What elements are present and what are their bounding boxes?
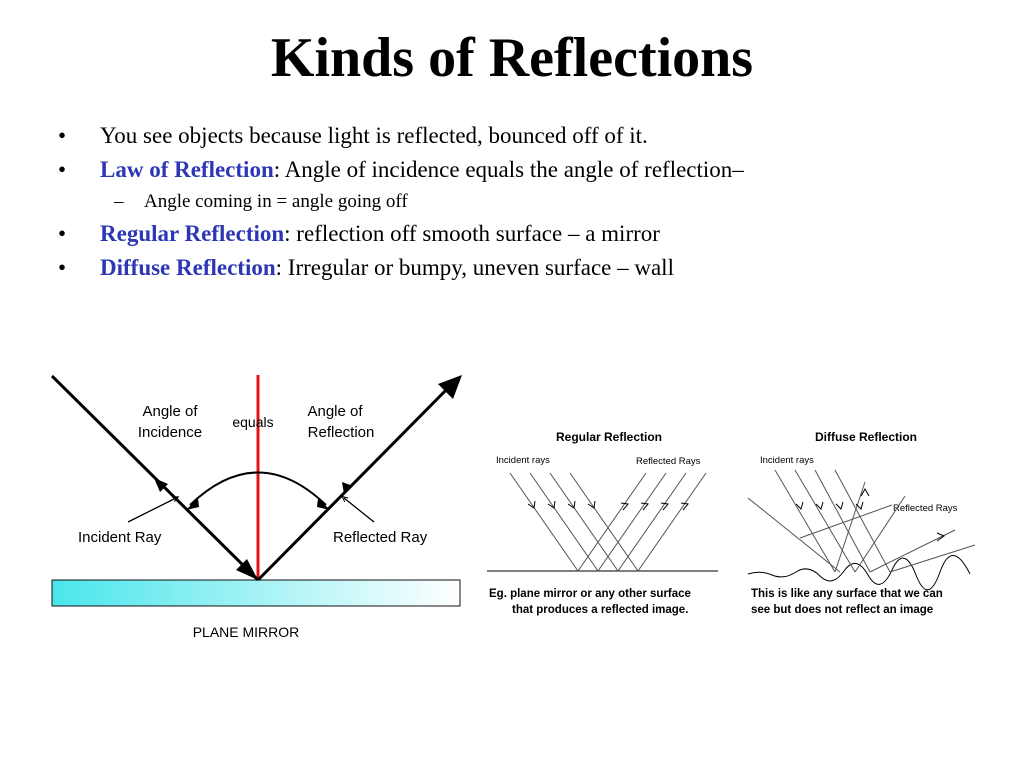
- angle-arc: [189, 471, 327, 506]
- angle-reflection-line1: Angle of: [307, 403, 363, 420]
- regular-title: Regular Reflection: [556, 430, 662, 444]
- diffuse-incident-label: Incident rays: [760, 455, 814, 466]
- angle-reflection-line2: Reflection: [308, 424, 375, 441]
- diffuse-reflected-label: Reflected Rays: [893, 503, 958, 514]
- regular-incident-label: Incident rays: [496, 455, 550, 466]
- sub-bullet-item: –Angle coming in = angle going off: [58, 188, 998, 218]
- incident-ray-label: Incident Ray: [78, 529, 162, 546]
- reflected-ray-pointer: [344, 498, 375, 523]
- bullet-marker: •: [58, 123, 67, 148]
- bullet-text: You see objects because light is reflect…: [100, 123, 648, 148]
- incident-ray-pointer: [127, 498, 176, 523]
- bullet-item: • Regular Reflection: reflection off smoo…: [58, 218, 998, 252]
- diffuse-reflected-rays: [799, 481, 976, 573]
- plane-mirror-label: PLANE MIRROR: [193, 624, 300, 640]
- reflected-ray-label: Reflected Ray: [333, 529, 428, 546]
- regular-caption-line2: that produces a reflected image.: [512, 604, 688, 616]
- diffuse-ray-arrows: [795, 487, 946, 542]
- bullet-marker: •: [58, 221, 67, 246]
- bullet-text: : Angle of incidence equals the angle of…: [273, 157, 744, 182]
- regular-ray-arrows: [527, 500, 689, 511]
- reflected-mid-arrow: [342, 482, 353, 494]
- arc-arrow-right: [317, 498, 330, 510]
- bullet-term: Diffuse Reflection: [100, 255, 276, 280]
- plane-mirror-diagram: Angle of Incidence equals Angle of Refle…: [50, 374, 462, 640]
- plane-mirror: [51, 579, 461, 607]
- incident-mid-arrow: [154, 478, 168, 492]
- reflected-ray: [256, 378, 458, 582]
- slide-title: Kinds of Reflections: [270, 27, 754, 89]
- rough-surface: [747, 555, 971, 591]
- bullet-text: : Irregular or bumpy, uneven surface – w…: [275, 255, 674, 280]
- reflected-arrowhead: [438, 375, 462, 399]
- bullet-list: • You see objects because light is reflec…: [58, 120, 998, 286]
- diffuse-caption-line2: see but does not reflect an image: [751, 604, 933, 616]
- diffuse-caption-line1: This is like any surface that we can: [751, 588, 943, 600]
- angle-incidence-line1: Angle of: [142, 403, 198, 420]
- regular-reflected-label: Reflected Rays: [636, 456, 701, 467]
- incident-arrowhead: [236, 559, 258, 580]
- incident-ray: [50, 374, 260, 582]
- regular-reflection-diagram: Regular Reflection Incident rays Reflect…: [487, 430, 718, 616]
- arc-arrow-left: [186, 498, 199, 510]
- bullet-item: • Diffuse Reflection: Irregular or bumpy,…: [58, 252, 998, 286]
- diffuse-title: Diffuse Reflection: [815, 430, 917, 444]
- bullet-marker: •: [58, 157, 67, 182]
- bullet-term: Regular Reflection: [100, 221, 285, 246]
- bullet-text: : reflection off smooth surface – a mirr…: [284, 221, 660, 246]
- sub-bullet-marker: –: [114, 191, 124, 212]
- diffuse-reflection-diagram: Diffuse Reflection Incident rays Reflect…: [747, 430, 976, 616]
- angle-incidence-line2: Incidence: [138, 424, 202, 441]
- regular-rays: [509, 472, 707, 572]
- diffuse-incident-rays: [747, 469, 891, 573]
- equals-label: equals: [232, 414, 273, 430]
- bullet-item: • Law of Reflection: Angle of incidence e…: [58, 154, 998, 188]
- sub-bullet-text: Angle coming in = angle going off: [144, 191, 408, 212]
- bullet-marker: •: [58, 255, 67, 280]
- regular-caption-line1: Eg. plane mirror or any other surface: [489, 588, 691, 600]
- bullet-item: • You see objects because light is reflec…: [58, 120, 998, 154]
- bullet-term: Law of Reflection: [100, 157, 274, 182]
